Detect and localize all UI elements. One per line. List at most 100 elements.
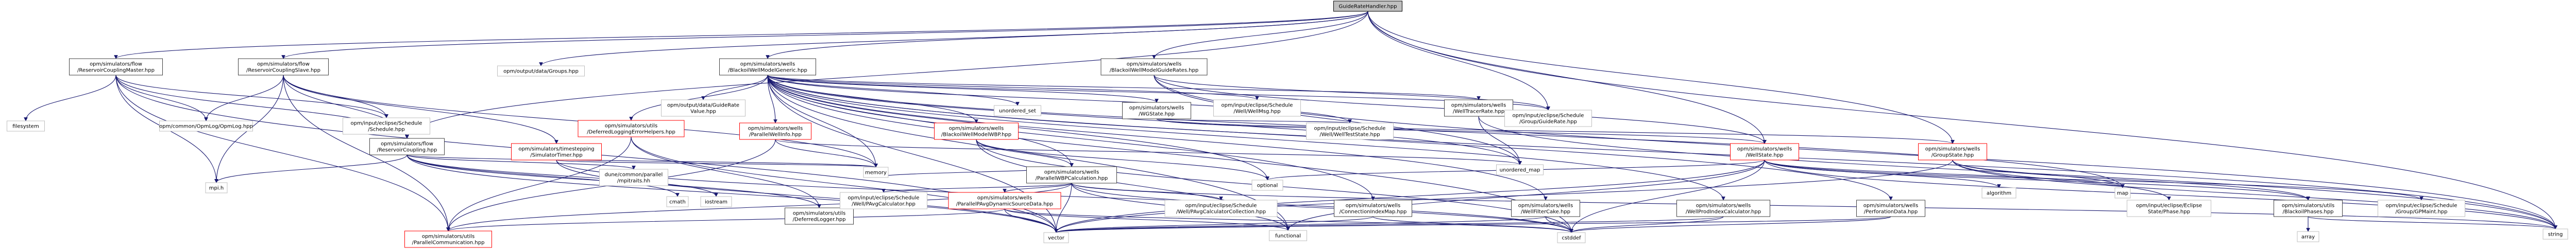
edge-groupstate-string [1952, 159, 2557, 229]
node-box [1676, 200, 1770, 217]
node-label: algorithm [1987, 191, 2011, 197]
node-gsguide: opm/input/eclipse/Schedule/Group/GuideRa… [1504, 110, 1592, 127]
node-label: vector [1048, 236, 1065, 241]
node-bwmg[interactable]: opm/simulators/wells/BlackoilWellModelGe… [719, 58, 816, 76]
node-label: /WellFilterCake.hpp [1521, 209, 1570, 215]
edge-wellstate-gconsump [1764, 159, 2424, 201]
node-rcoupling[interactable]: opm/simulators/flow/ReservoirCoupling.hp… [369, 138, 445, 155]
node-groups: opm/output/data/Groups.hpp [497, 65, 585, 77]
edge-root-wellstate [1367, 11, 1767, 144]
node-label: opm/simulators/wells [1925, 147, 1980, 152]
node-label: opm/simulators/flow [381, 141, 433, 147]
node-deferhelp[interactable]: opm/simulators/utils/DeferredLoggingErro… [578, 120, 685, 137]
edge-cslave-opmlog [204, 75, 284, 121]
edge-cidx-vector [1054, 216, 1374, 233]
node-box [2543, 228, 2568, 240]
node-label: opm/simulators/wells [1127, 62, 1181, 67]
edge-timer-memory [556, 159, 878, 168]
node-label: /Well/WellTestState.hpp [1319, 132, 1380, 138]
node-label: /WGState.hpp [1139, 112, 1175, 117]
node-box [1306, 122, 1394, 140]
edge-root-groupstate [1367, 11, 1955, 144]
node-tracerrate[interactable]: opm/simulators/wells/WellTracerRate.hpp [1444, 99, 1513, 117]
node-groupstate[interactable]: opm/simulators/wells/GroupState.hpp [1918, 143, 1987, 161]
node-label: /WellTracerRate.hpp [1453, 109, 1504, 115]
node-bwmgr[interactable]: opm/simulators/wells/BlackoilWellModelGu… [1100, 58, 1208, 76]
dependency-edges [24, 11, 2557, 233]
node-label: opm/input/eclipse/Schedule [1222, 103, 1293, 109]
node-label: optional [1257, 183, 1278, 189]
node-label: /Well/PAvgCalculator.hpp [852, 202, 916, 207]
node-pwbpcalc[interactable]: opm/simulators/wells/ParallelWBPCalculat… [1026, 166, 1117, 184]
node-timer[interactable]: opm/simulators/timestepping/SimulatorTim… [511, 143, 602, 161]
node-label: map [2117, 191, 2128, 197]
node-pcomm[interactable]: opm/simulators/utils/ParallelCommunicati… [404, 230, 492, 248]
node-pwbpsrc[interactable]: opm/simulators/wells/ParallelPAvgDynamic… [948, 192, 1061, 209]
edge-pwbpsrc-pcomm [446, 208, 1005, 232]
edge-cmaster-schedule [115, 75, 388, 118]
node-cslave[interactable]: opm/simulators/flow/ReservoirCouplingSla… [238, 58, 329, 76]
node-box [1496, 164, 1544, 175]
node-perfdata[interactable]: opm/simulators/wells/PerforationData.hpp [1856, 200, 1925, 217]
edge-bwmg-deferhelp [629, 75, 768, 121]
node-label: /ParallelWellInfo.hpp [749, 132, 802, 138]
edge-wgstate-wellstate [1156, 118, 1767, 144]
node-label: opm/input/eclipse/Schedule [2386, 203, 2458, 209]
edge-groupstate-eclstate [1952, 159, 2171, 201]
node-wprodidx[interactable]: opm/simulators/wells/WellProdIndexCalcul… [1676, 200, 1770, 217]
dependency-nodes: GuideRateHandler.hppopm/simulators/flow/… [7, 1, 2568, 248]
node-unordmap: unordered_map [1496, 164, 1544, 175]
edge-pwbpcalc-pavgcalc [882, 183, 1072, 193]
node-wellstate[interactable]: opm/simulators/wells/WellState.hpp [1730, 143, 1799, 161]
node-bwmwbp[interactable]: opm/simulators/wells/BlackoilWellModelWB… [934, 122, 1019, 140]
node-label: /PerforationData.hpp [1864, 209, 1918, 215]
node-root[interactable]: GuideRateHandler.hpp [1333, 1, 1402, 12]
node-wgstate[interactable]: opm/simulators/wells/WGState.hpp [1122, 102, 1191, 119]
node-label: /BlackoilPhases.hpp [2282, 209, 2333, 215]
node-pwinfo[interactable]: opm/simulators/wells/ParallelWellInfo.hp… [739, 122, 811, 140]
edge-bwmg-wfiltcake [767, 75, 1548, 201]
node-label: /ReservoirCoupling.hpp [377, 148, 437, 153]
node-box [404, 230, 492, 248]
edge-wfiltcake-vector [1054, 216, 1546, 233]
node-label: /GroupState.hpp [1931, 153, 1974, 158]
edge-deferhelp-pcomm [446, 136, 632, 232]
node-label: opm/simulators/wells [1863, 203, 1918, 209]
edge-cslave-pcomm [283, 75, 450, 232]
node-box [719, 58, 816, 76]
node-label: functional [1275, 234, 1301, 239]
node-label: /Well/PAvgCalculatorCollection.hpp [1176, 209, 1266, 215]
node-deferlog[interactable]: opm/simulators/utils/DeferredLogger.hpp [785, 207, 854, 225]
node-label: cstddef [1562, 236, 1581, 241]
edge-root-rcoupling [405, 11, 1368, 139]
node-box [863, 167, 889, 178]
edge-wellstate-string [1764, 159, 2557, 229]
edge-bwmgr-unordmap [1154, 75, 1522, 165]
edge-rcoupling-memory [406, 154, 878, 168]
node-label: /Group/GPMaint.hpp [2396, 209, 2448, 215]
node-box [1100, 58, 1208, 76]
edge-perfdata-vector [1054, 216, 1891, 233]
node-label: opm/input/eclipse/Eclipse [2136, 203, 2202, 209]
node-label: opm/input/eclipse/Schedule [848, 195, 920, 201]
edge-bwmg-memory [767, 75, 878, 168]
node-wfiltcake[interactable]: opm/simulators/wells/WellFilterCake.hpp [1511, 200, 1580, 217]
node-box [511, 143, 602, 161]
node-cidx[interactable]: opm/simulators/wells/ConnectionIndexMap.… [1334, 200, 1412, 217]
edge-bwmwbp-optional [976, 139, 1269, 181]
node-label: iostream [705, 200, 727, 205]
node-bwells[interactable]: opm/simulators/utils/BlackoilPhases.hpp [2274, 200, 2343, 217]
node-label: opm/input/eclipse/Schedule [351, 121, 422, 127]
node-opmlog: opm/common/OpmLog/OpmLog.hpp [159, 120, 253, 132]
node-label: /BlackoilWellModelGuideRates.hpp [1110, 68, 1199, 74]
node-label: /BlackoilWellModelGeneric.hpp [728, 68, 807, 74]
node-cmaster[interactable]: opm/simulators/flow/ReservoirCouplingMas… [69, 58, 163, 76]
node-box [369, 138, 445, 155]
node-unordset: unordered_set [994, 105, 1041, 116]
edge-groupstate-vector [1054, 159, 1953, 233]
edge-bwmg-welltest [767, 75, 1352, 123]
node-box [1043, 232, 1069, 243]
edge-rcoupling-iostream [406, 154, 718, 197]
edge-cmaster-pcomm [115, 75, 450, 232]
node-label: opm/output/data/GuideRate [667, 103, 739, 109]
